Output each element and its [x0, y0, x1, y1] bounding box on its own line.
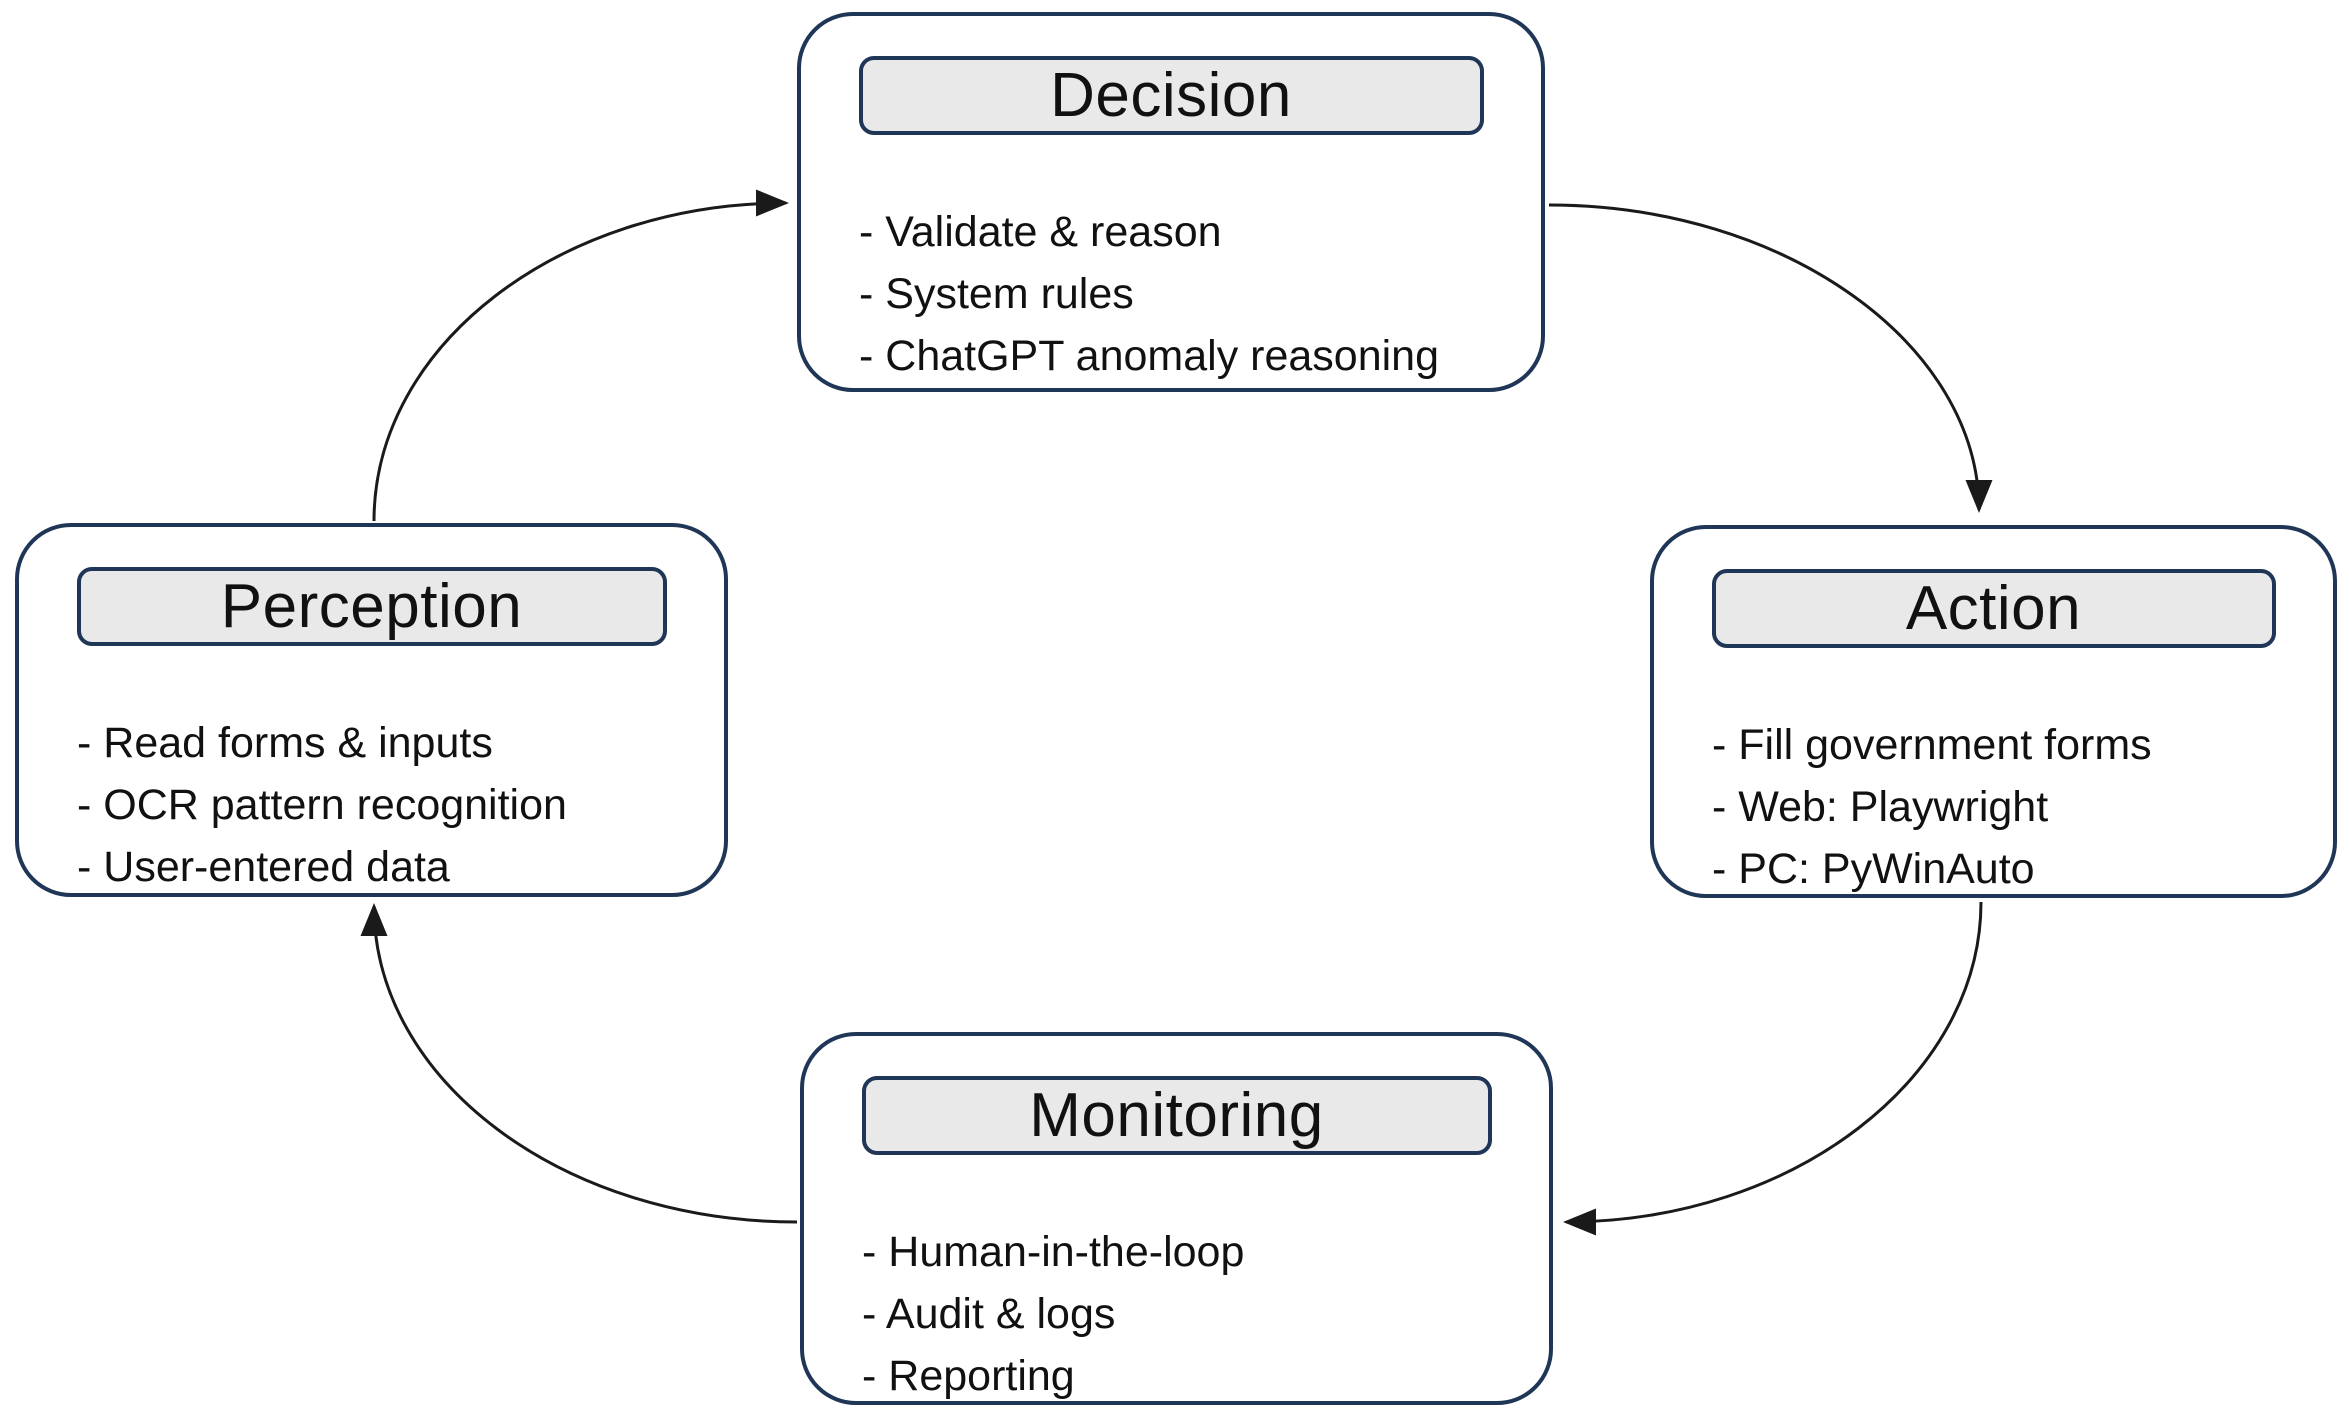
- arrow-monitoring-to-perception: [360, 903, 798, 1224]
- list-item: - User-entered data: [77, 843, 450, 891]
- node-action-title: Action: [1711, 569, 2276, 648]
- list-item: - System rules: [859, 270, 1134, 318]
- node-monitoring-title: Monitoring: [861, 1076, 1492, 1155]
- arrow-decision-to-action: [1548, 203, 1993, 513]
- node-decision-items: - Validate & reason - System rules - Cha…: [859, 201, 1541, 387]
- list-item: - Fill government forms: [1712, 721, 2152, 769]
- node-perception-items: - Read forms & inputs - OCR pattern reco…: [77, 712, 724, 898]
- list-item: - OCR pattern recognition: [77, 781, 567, 829]
- list-item: - Audit & logs: [862, 1290, 1116, 1338]
- arrow-action-to-monitoring: [1563, 901, 1983, 1236]
- list-item: - PC: PyWinAuto: [1712, 845, 2035, 893]
- node-monitoring: Monitoring - Human-in-the-loop - Audit &…: [800, 1032, 1553, 1405]
- arrow-perception-to-decision: [372, 189, 789, 522]
- node-perception-title: Perception: [76, 567, 667, 646]
- list-item: - Read forms & inputs: [77, 719, 493, 767]
- node-perception: Perception - Read forms & inputs - OCR p…: [15, 523, 728, 897]
- node-monitoring-items: - Human-in-the-loop - Audit & logs - Rep…: [862, 1221, 1549, 1407]
- node-decision: Decision - Validate & reason - System ru…: [797, 12, 1545, 392]
- list-item: - ChatGPT anomaly reasoning: [859, 332, 1439, 380]
- node-action-items: - Fill government forms - Web: Playwrigh…: [1712, 714, 2333, 900]
- list-item: - Reporting: [862, 1352, 1075, 1400]
- list-item: - Validate & reason: [859, 208, 1222, 256]
- node-action: Action - Fill government forms - Web: Pl…: [1650, 525, 2337, 898]
- list-item: - Web: Playwright: [1712, 783, 2049, 831]
- list-item: - Human-in-the-loop: [862, 1228, 1245, 1276]
- node-decision-title: Decision: [858, 56, 1484, 135]
